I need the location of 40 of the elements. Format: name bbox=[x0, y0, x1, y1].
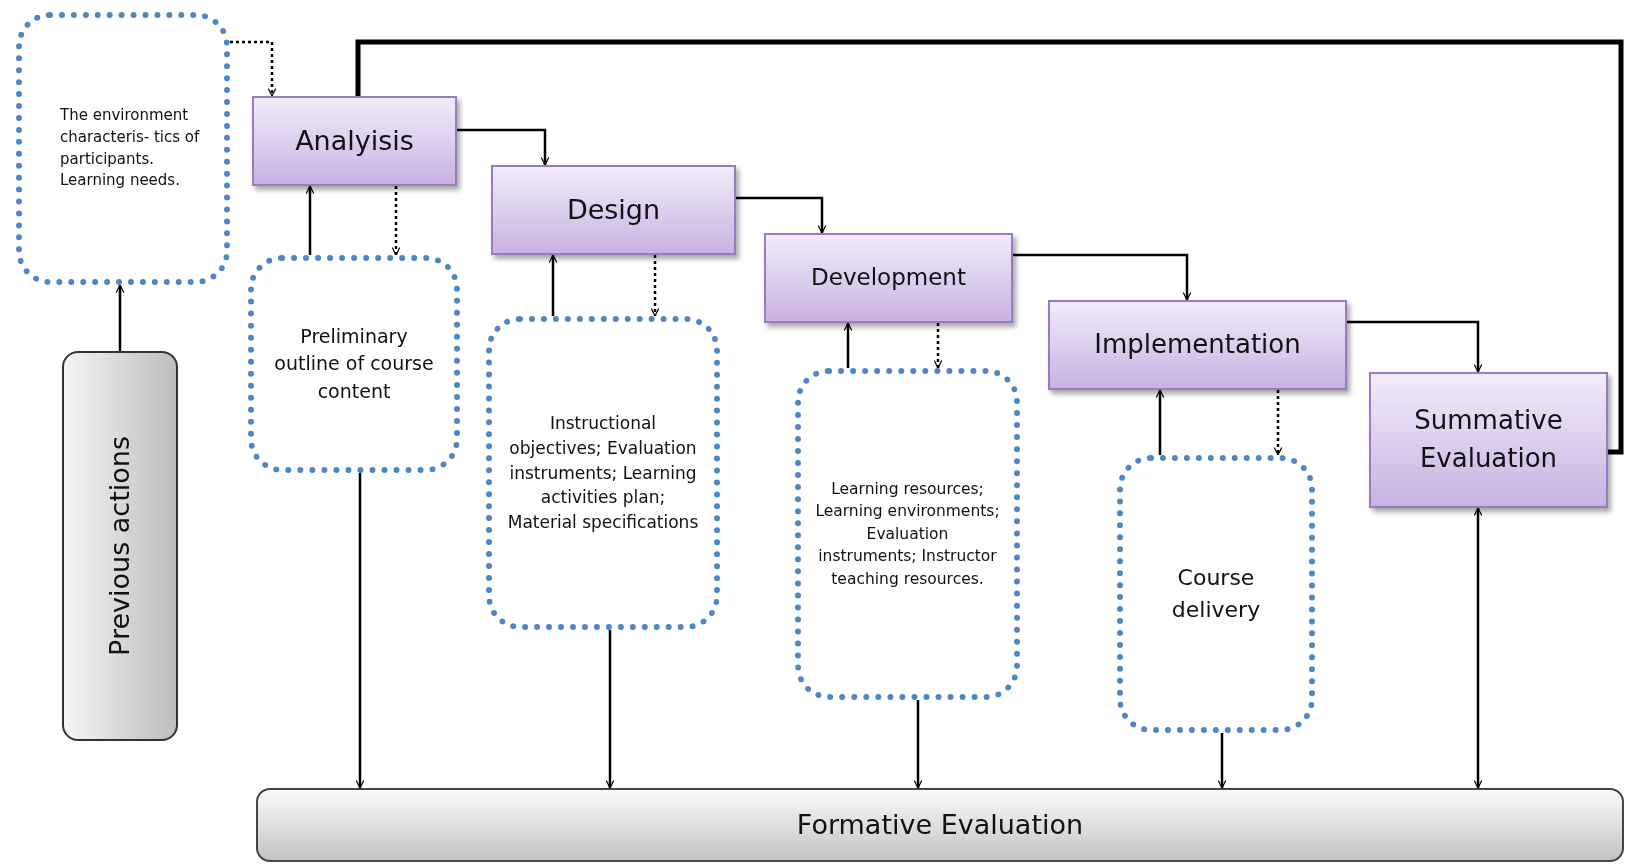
arrow bbox=[355, 39, 1624, 455]
arrow bbox=[1013, 253, 1192, 301]
box-label: Development bbox=[811, 263, 966, 293]
dotted-arrow bbox=[650, 255, 660, 317]
box-label: Analyisis bbox=[295, 124, 414, 159]
dotted-arrow bbox=[230, 40, 277, 97]
box-label: Summative Evaluation bbox=[1413, 404, 1564, 475]
dotted-arrow bbox=[933, 323, 943, 369]
arrow bbox=[457, 128, 550, 166]
process-box bbox=[1369, 372, 1608, 508]
arrow bbox=[843, 322, 853, 368]
evaluation-band bbox=[256, 788, 1624, 862]
arrow bbox=[548, 254, 558, 316]
arrow bbox=[913, 700, 923, 789]
arrow bbox=[1155, 389, 1165, 455]
dotted-arrow bbox=[391, 186, 401, 256]
box-label: Instructional objectives; Evaluation instruments; Learning activities plan; Material specifications bbox=[506, 412, 700, 534]
box-label: Learning resources; Learning environments; Evaluation instruments; Instructor teaching resources. bbox=[815, 478, 1000, 590]
box-label: Preliminary outline of course content bbox=[273, 323, 435, 404]
box-label: Previous actions bbox=[103, 436, 137, 656]
process-box bbox=[491, 165, 736, 255]
process-box bbox=[1048, 300, 1347, 390]
arrow bbox=[1473, 507, 1483, 789]
box-label: The environment characteris- tics of participants. Learning needs. bbox=[59, 105, 201, 192]
arrow bbox=[1347, 320, 1483, 373]
box-label: Formative Evaluation bbox=[796, 808, 1084, 843]
arrow bbox=[305, 185, 315, 255]
arrow bbox=[115, 284, 125, 351]
process-box bbox=[764, 233, 1013, 323]
arrow bbox=[355, 473, 365, 789]
box-label: Implementation bbox=[1094, 328, 1301, 362]
process-box bbox=[252, 96, 457, 186]
dotted-note-box bbox=[795, 368, 1020, 700]
box-label: Design bbox=[566, 193, 661, 228]
dotted-arrow bbox=[1273, 390, 1283, 456]
arrow bbox=[1217, 733, 1227, 789]
box-label: Course delivery bbox=[1170, 564, 1262, 624]
side-bar bbox=[62, 351, 178, 741]
arrow bbox=[605, 630, 615, 789]
arrow bbox=[736, 196, 827, 234]
